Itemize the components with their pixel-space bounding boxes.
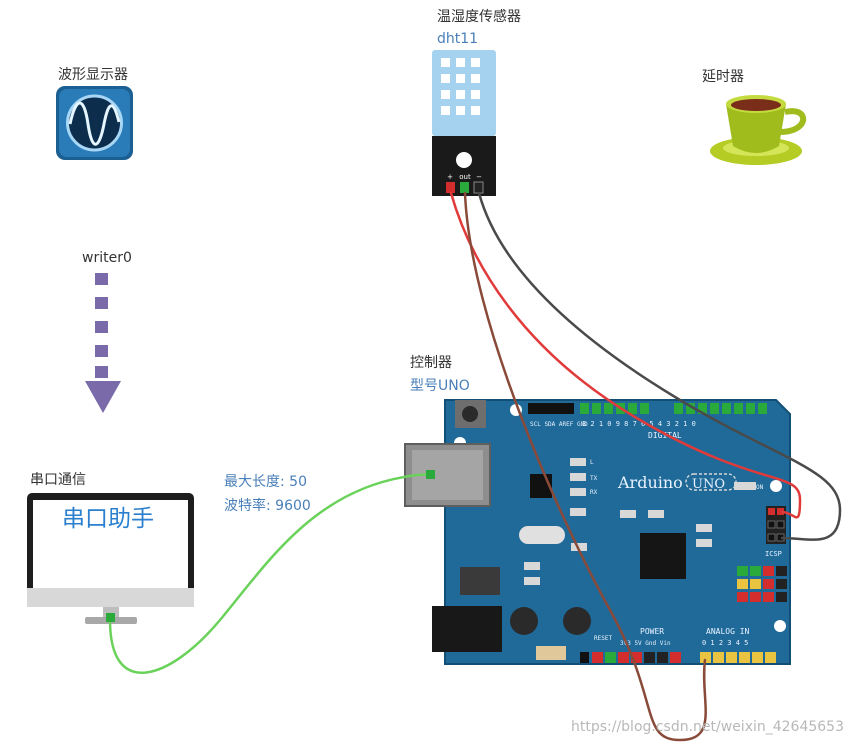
down-arrow-icon xyxy=(85,273,121,413)
board-reset-label: RESET xyxy=(594,635,612,642)
controller-model: 型号UNO xyxy=(410,378,470,394)
serial-screen-text: 串口助手 xyxy=(62,506,154,532)
wire-sensor-vcc xyxy=(449,191,802,519)
sensor-body xyxy=(432,50,496,196)
controller-label: 控制器 xyxy=(410,355,452,371)
sensor-pin-plus: + xyxy=(447,173,453,181)
power-jack xyxy=(432,606,502,652)
power-header[interactable] xyxy=(580,652,681,663)
serial-monitor-component[interactable]: 串口通信 串口助手 xyxy=(27,472,194,624)
digital-header[interactable] xyxy=(528,403,767,414)
dht11-sensor-component[interactable]: 温湿度传感器 dht11 + out − xyxy=(432,8,521,196)
board-digital-label: DIGITAL xyxy=(648,431,682,440)
board-rx-label: RX xyxy=(590,489,598,496)
delay-label: 延时器 xyxy=(702,69,744,85)
analog-header[interactable] xyxy=(700,652,776,663)
serial-monitor-label: 串口通信 xyxy=(30,472,86,488)
board-analog-label: ANALOG IN xyxy=(706,627,750,636)
board-left-pins: SCL SDA AREF GND xyxy=(530,421,588,428)
board-tx-label: TX xyxy=(590,475,598,482)
board-power-label: POWER xyxy=(640,627,664,636)
oscilloscope-label: 波形显示器 xyxy=(58,67,128,83)
board-model: UNO xyxy=(692,477,725,492)
monitor-wire-end xyxy=(106,613,115,622)
watermark-text: https://blog.csdn.net/weixin_42645653 xyxy=(571,719,844,735)
delay-component[interactable]: 延时器 xyxy=(702,69,807,165)
board-power-pins: 3V3 5V Gnd Vin xyxy=(620,640,671,647)
sensor-model: dht11 xyxy=(437,31,478,47)
microcontroller-chip xyxy=(640,533,686,579)
board-icsp-label: ICSP xyxy=(765,550,782,558)
oscilloscope-component[interactable]: 波形显示器 xyxy=(56,67,133,160)
wire-sensor-data xyxy=(463,191,707,742)
board-digital-numbers: 3 2 1 0 9 8 7 6 5 4 3 2 1 0 xyxy=(582,420,696,428)
sensor-label: 温湿度传感器 xyxy=(437,8,521,25)
teacup-icon xyxy=(710,95,807,165)
writer-component[interactable]: writer0 xyxy=(82,250,132,413)
writer-label: writer0 xyxy=(82,250,132,266)
icsp-header[interactable] xyxy=(766,506,786,544)
board-on-label: ON xyxy=(756,484,764,491)
wire-sensor-gnd xyxy=(477,191,842,541)
arduino-uno-board[interactable]: Arduino UNO DIGITAL 3 2 1 0 9 8 7 6 5 4 … xyxy=(404,399,791,665)
reset-button[interactable] xyxy=(462,406,478,422)
monitor-icon xyxy=(27,493,194,624)
usb-wire-end xyxy=(426,470,435,479)
baud-rate-param: 波特率: 9600 xyxy=(224,497,311,514)
board-analog-pins: 0 1 2 3 4 5 xyxy=(702,639,748,647)
wires xyxy=(108,191,842,742)
board-l-label: L xyxy=(590,459,594,466)
sensor-pin-out: out xyxy=(459,173,471,181)
led-grid xyxy=(737,566,787,602)
wire-usb xyxy=(108,472,432,675)
board-brand: Arduino xyxy=(617,473,683,492)
sensor-pin-minus: − xyxy=(476,173,482,181)
oscilloscope-icon xyxy=(56,86,133,160)
max-length-param: 最大长度: 50 xyxy=(224,474,307,490)
